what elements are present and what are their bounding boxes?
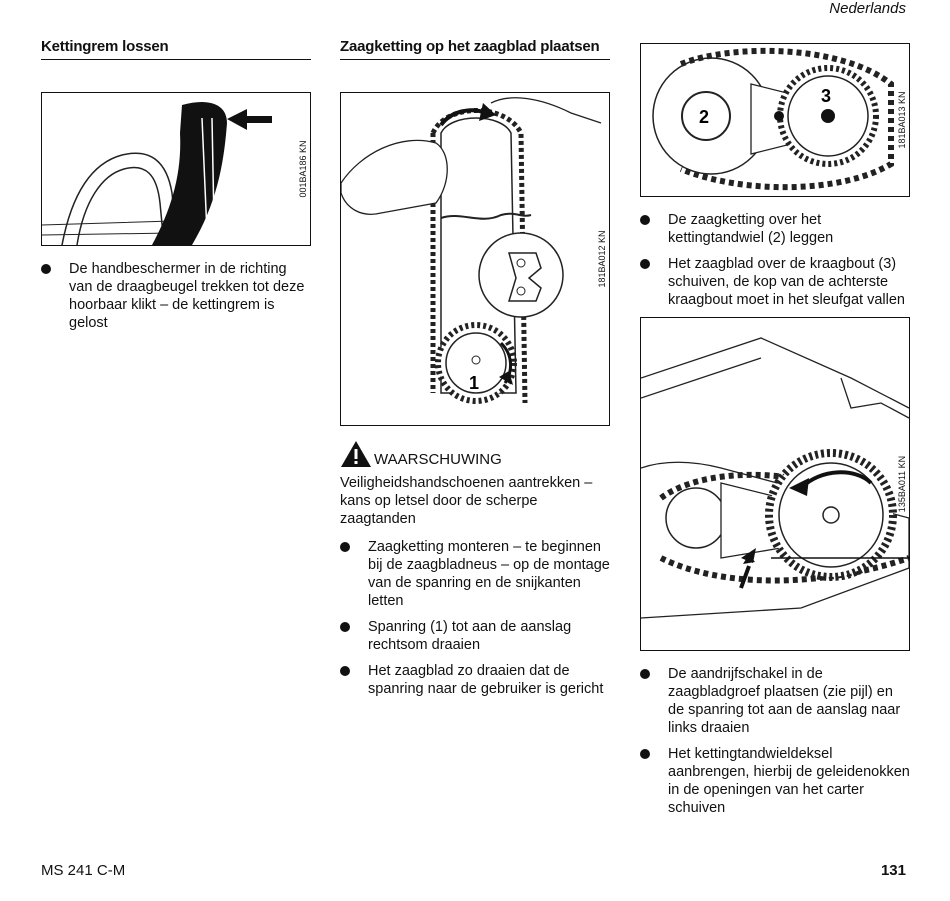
column-chain-brake: Kettingrem lossen 001BA186 KN De handbes… xyxy=(41,38,311,340)
figure-code: 135BA011 KN xyxy=(897,455,907,513)
arrow-icon xyxy=(743,554,755,564)
arrow-icon xyxy=(789,478,809,496)
section-heading: Zaagketting op het zaagblad plaatsen xyxy=(340,38,610,60)
list-item: Het kettingtandwieldeksel aanbrengen, hi… xyxy=(640,745,910,817)
figure-drive-link: 135BA011 KN xyxy=(640,317,910,651)
column-chain-mount: Zaagketting op het zaagblad plaatsen 1 1… xyxy=(340,38,610,706)
bullet-list: De handbeschermer in de richting van de … xyxy=(41,260,311,332)
warning-heading: WAARSCHUWING xyxy=(340,440,610,468)
list-item: Spanring (1) tot aan de aanslag rechtsom… xyxy=(340,618,610,654)
bullet-list: De zaagketting over het kettingtandwiel … xyxy=(640,211,910,309)
chain-brake-illustration xyxy=(42,102,272,245)
list-item: Het zaagblad over de kraagbout (3) schui… xyxy=(640,255,910,309)
warning-label: WAARSCHUWING xyxy=(374,451,502,468)
figure-sprocket: 2 3 181BA013 KN xyxy=(640,43,910,197)
page-number: 131 xyxy=(880,862,906,879)
bullet-list: Zaagketting monteren – te beginnen bij d… xyxy=(340,538,610,698)
bullet-icon xyxy=(340,622,350,632)
bullet-icon xyxy=(640,749,650,759)
arrow-icon xyxy=(499,371,513,385)
bullet-icon xyxy=(640,215,650,225)
list-item: De aandrijfschakel in de zaagbladgroef p… xyxy=(640,665,910,737)
bullet-icon xyxy=(340,542,350,552)
bullet-icon xyxy=(640,669,650,679)
language-label: Nederlands xyxy=(829,0,906,17)
figure-chain-brake: 001BA186 KN xyxy=(41,92,311,246)
sprocket-illustration: 2 3 xyxy=(652,47,894,191)
figure-label: 1 xyxy=(469,373,479,393)
figure-code: 181BA013 KN xyxy=(897,91,907,149)
drive-link-illustration xyxy=(641,337,909,619)
figure-label: 3 xyxy=(821,86,831,106)
list-item: De zaagketting over het kettingtandwiel … xyxy=(640,211,910,247)
section-heading: Kettingrem lossen xyxy=(41,38,311,60)
figure-code: 181BA012 KN xyxy=(597,230,607,288)
chain-mount-illustration: 1 xyxy=(341,97,602,404)
bullet-list: De aandrijfschakel in de zaagbladgroef p… xyxy=(640,665,910,817)
bullet-icon xyxy=(340,666,350,676)
list-item: Het zaagblad zo draaien dat de spanring … xyxy=(340,662,610,698)
warning-text: Veiligheidshandschoenen aantrekken – kan… xyxy=(340,475,593,527)
bullet-icon xyxy=(41,264,51,274)
bullet-icon xyxy=(640,259,650,269)
figure-chain-mount: 1 181BA012 KN xyxy=(340,92,610,426)
list-item: Zaagketting monteren – te beginnen bij d… xyxy=(340,538,610,610)
list-item: De handbeschermer in de richting van de … xyxy=(41,260,311,332)
figure-label: 2 xyxy=(699,107,709,127)
arrow-icon xyxy=(479,103,496,121)
warning-icon xyxy=(341,441,371,467)
column-sprocket: 2 3 181BA013 KN De zaagketting over het … xyxy=(640,43,910,825)
arrow-left-icon xyxy=(227,109,272,130)
model-label: MS 241 C-M xyxy=(41,862,126,879)
figure-code: 001BA186 KN xyxy=(298,140,308,198)
